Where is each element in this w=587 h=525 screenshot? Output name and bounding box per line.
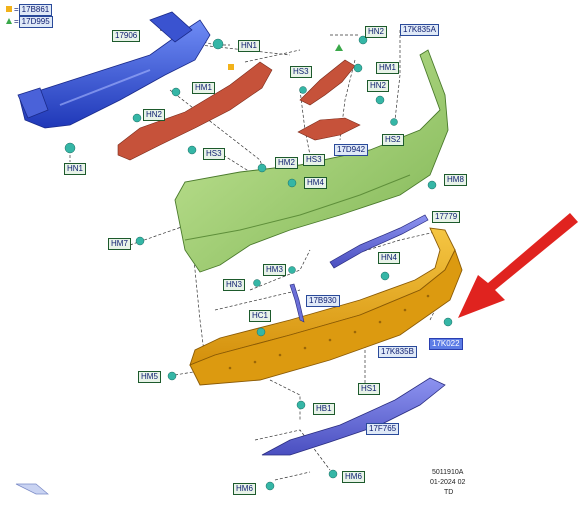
label-17d942: 17D942: [334, 144, 369, 156]
legend-item-1: =17B861: [6, 4, 53, 16]
label-17k835b: 17K835B: [378, 346, 417, 358]
legend-code: 17D995: [18, 16, 53, 28]
label-hm6: HM6: [342, 471, 365, 483]
label-hm8: HM8: [444, 174, 467, 186]
label-hm7: HM7: [108, 238, 131, 250]
label-hs3: HS3: [203, 148, 225, 160]
label-17k835a: 17K835A: [400, 24, 439, 36]
callout-arrow: [458, 213, 578, 318]
label-hb1: HB1: [313, 403, 335, 415]
label-hm5: HM5: [138, 371, 161, 383]
label-hc1: HC1: [249, 310, 272, 322]
label-hn2: HN2: [367, 80, 390, 92]
stamp-suffix: TD: [444, 489, 454, 496]
mounting-brackets: [117, 59, 361, 161]
label-hm3: HM3: [263, 264, 286, 276]
label-hm1: HM1: [376, 62, 399, 74]
label-hs1: HS1: [358, 383, 380, 395]
label-hn1: HN1: [64, 163, 87, 175]
label-hm1: HM1: [192, 82, 215, 94]
label-hn1: HN1: [238, 40, 261, 52]
label-17b930: 17B930: [306, 295, 340, 307]
label-17f765: 17F765: [366, 423, 400, 435]
lower-bumper-panel: [189, 227, 463, 386]
triangle-legend-icon: [6, 18, 12, 24]
label-hs2: HS2: [382, 134, 404, 146]
label-hs3: HS3: [303, 154, 325, 166]
label-17779: 17779: [432, 211, 461, 223]
label-hn4: HN4: [378, 252, 401, 264]
marker-17b861: [228, 64, 234, 70]
legend-code: 17B861: [18, 4, 53, 16]
label-hm2: HM2: [275, 157, 298, 169]
label-17k022: 17K022: [429, 338, 463, 350]
corner-arrow-icon: [15, 483, 49, 495]
label-17906: 17906: [112, 30, 141, 42]
marker-17d995: [335, 44, 343, 51]
square-legend-icon: [6, 6, 12, 12]
bumper-reinforcement: [17, 11, 211, 129]
label-hn2: HN2: [143, 109, 166, 121]
lower-diffuser: [261, 214, 446, 456]
label-hm6: HM6: [233, 483, 256, 495]
label-hn2: HN2: [365, 26, 388, 38]
label-hs3: HS3: [290, 66, 312, 78]
stamp-code: 5011910A: [432, 469, 464, 476]
label-hn3: HN3: [223, 279, 246, 291]
label-hm4: HM4: [304, 177, 327, 189]
stamp-date: 01-2024 02: [430, 479, 466, 486]
legend-item-2: =17D995: [6, 16, 53, 28]
clips: [64, 35, 453, 491]
